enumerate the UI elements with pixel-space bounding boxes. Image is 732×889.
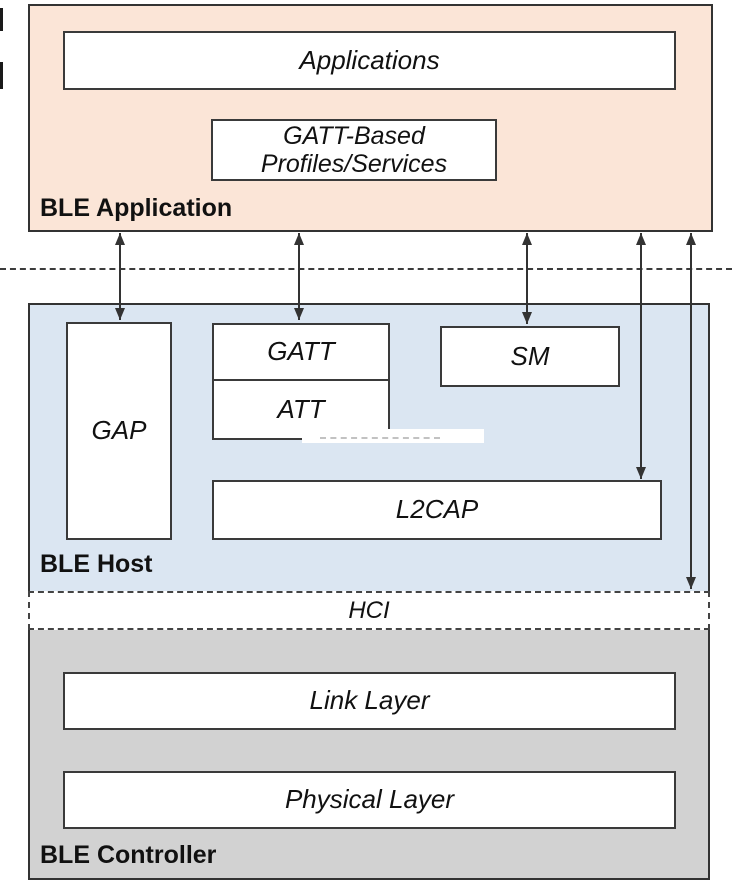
gatt-box: GATT [212, 323, 390, 381]
arrow-app-sm [522, 233, 532, 324]
l2cap-box: L2CAP [212, 480, 662, 540]
arrow-app-gatt [294, 233, 304, 320]
arrow-app-hci [686, 233, 696, 589]
app-host-dashed-separator [0, 268, 732, 270]
gap-box: GAP [66, 322, 172, 540]
arrow-app-l2cap [636, 233, 646, 479]
link-layer-label: Link Layer [309, 685, 430, 716]
link-layer-box: Link Layer [63, 672, 676, 730]
ble-host-label: BLE Host [40, 550, 153, 578]
l2cap-label: L2CAP [395, 494, 479, 525]
edge-artifact [0, 8, 3, 31]
gatt-profiles-line1: GATT-Based [283, 122, 425, 150]
physical-layer-box: Physical Layer [63, 771, 676, 829]
gatt-based-profiles-box: GATT-Based Profiles/Services [211, 119, 497, 181]
arrow-app-gap [115, 233, 125, 320]
att-label: ATT [277, 393, 325, 424]
gatt-profiles-line2: Profiles/Services [260, 150, 448, 178]
physical-layer-label: Physical Layer [284, 784, 455, 815]
hci-label: HCI [348, 596, 390, 624]
gatt-label: GATT [267, 336, 335, 367]
erased-text-artifact [302, 429, 484, 443]
gap-label: GAP [91, 415, 147, 446]
ble-application-label: BLE Application [40, 194, 233, 222]
sm-label: SM [510, 340, 550, 371]
applications-box: Applications [63, 31, 676, 90]
ble-controller-label: BLE Controller [40, 841, 217, 869]
ble-controller-section [28, 630, 710, 880]
sm-box: SM [440, 326, 620, 387]
edge-artifact [0, 62, 3, 89]
hci-band: HCI [28, 591, 710, 630]
applications-label: Applications [299, 44, 440, 75]
